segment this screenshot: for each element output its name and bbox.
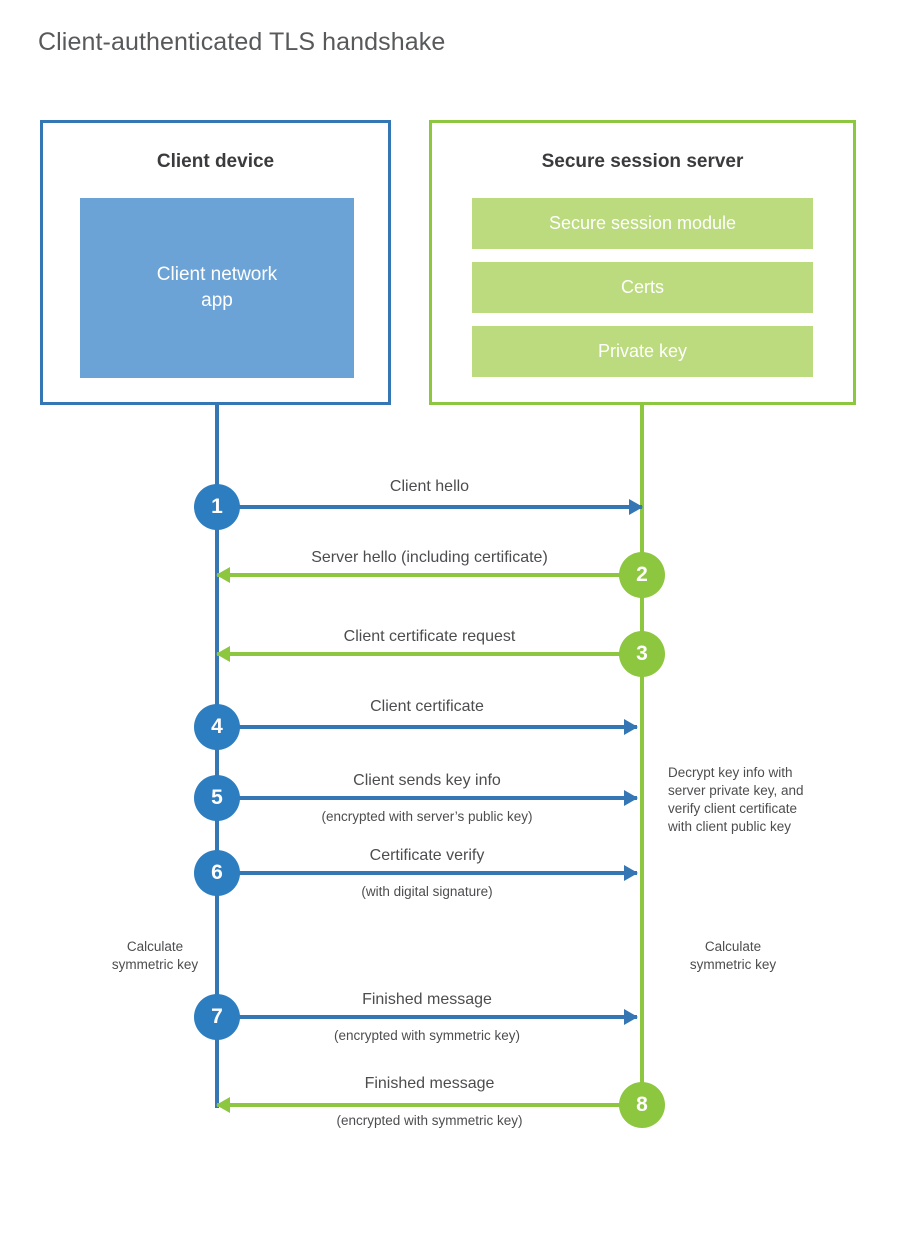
step-8-arrow-head — [216, 1097, 230, 1113]
step-6-sublabel: (with digital signature) — [361, 884, 493, 899]
step-3-arrow — [216, 646, 642, 662]
step-3-label: Client certificate request — [343, 628, 516, 645]
step-1-arrow-shaft — [217, 505, 642, 509]
step-7-sublabel: (encrypted with symmetric key) — [333, 1028, 521, 1043]
step-2-label: Server hello (including certificate) — [311, 549, 548, 566]
step-8-arrow-shaft — [217, 1103, 642, 1107]
step-4-arrow — [217, 719, 638, 735]
step-1-arrow-head — [629, 499, 643, 515]
step-badge-5: 5 — [194, 775, 240, 821]
client-device-box: Client device Client network app — [40, 120, 391, 405]
step-5-sublabel: (encrypted with server’s public key) — [321, 809, 533, 824]
secure-session-server-title: Secure session server — [541, 151, 744, 172]
server-module-secure-session-module: Secure session module — [472, 198, 813, 249]
step-2-arrow-head — [216, 567, 230, 583]
step-8-arrow — [216, 1097, 642, 1113]
step-4-arrow-shaft — [217, 725, 637, 729]
step-6-arrow-shaft — [217, 871, 637, 875]
server-decrypt-note-line1: Decrypt key info with — [668, 765, 793, 780]
step-7-label: Finished message — [362, 991, 492, 1008]
step-7-arrow-shaft — [217, 1015, 637, 1019]
client-lifeline — [215, 402, 219, 1108]
step-5-arrow-shaft — [217, 796, 637, 800]
step-8-sublabel: (encrypted with symmetric key) — [336, 1113, 523, 1128]
server-decrypt-note: Decrypt key info with server private key… — [668, 764, 848, 836]
server-decrypt-note-line2: server private key, and — [668, 783, 804, 798]
page-title: Client-authenticated TLS handshake — [38, 28, 446, 56]
server-calculate-symmetric-key-note: Calculate symmetric key — [663, 938, 803, 974]
client-calculate-symmetric-key-note: Calculate symmetric key — [85, 938, 225, 974]
server-calculate-note-line1: Calculate — [704, 939, 762, 954]
step-5-arrow — [217, 790, 638, 806]
step-badge-3: 3 — [619, 631, 665, 677]
step-3-arrow-shaft — [217, 652, 642, 656]
step-badge-7: 7 — [194, 994, 240, 1040]
step-5-arrow-head — [624, 790, 638, 806]
step-5-label: Client sends key info — [353, 772, 501, 789]
server-calculate-note-line2: symmetric key — [689, 957, 777, 972]
step-1-label: Client hello — [389, 478, 470, 495]
step-badge-4: 4 — [194, 704, 240, 750]
step-6-label: Certificate verify — [369, 847, 485, 864]
client-app-label-line1: Client network — [156, 264, 278, 285]
step-7-arrow-head — [624, 1009, 638, 1025]
step-4-label: Client certificate — [370, 698, 484, 715]
step-badge-6: 6 — [194, 850, 240, 896]
client-calculate-note-line2: symmetric key — [111, 957, 199, 972]
step-1-arrow — [217, 499, 643, 515]
server-module-certs: Certs — [472, 262, 813, 313]
step-badge-2: 2 — [619, 552, 665, 598]
step-badge-1: 1 — [194, 484, 240, 530]
client-calculate-note-line1: Calculate — [126, 939, 184, 954]
server-module-private-key: Private key — [472, 326, 813, 377]
step-badge-8: 8 — [619, 1082, 665, 1128]
step-8-label: Finished message — [364, 1075, 495, 1092]
server-decrypt-note-line3: verify client certificate — [668, 801, 798, 816]
step-6-arrow — [217, 865, 638, 881]
step-4-arrow-head — [624, 719, 638, 735]
step-7-arrow — [217, 1009, 638, 1025]
step-3-arrow-head — [216, 646, 230, 662]
client-app-label-line2: app — [201, 290, 233, 311]
secure-session-server-box: Secure session server Secure session mod… — [429, 120, 856, 405]
client-network-app-block: Client network app — [80, 198, 354, 378]
step-2-arrow-shaft — [217, 573, 642, 577]
client-device-title: Client device — [156, 151, 275, 172]
step-6-arrow-head — [624, 865, 638, 881]
server-decrypt-note-line4: with client public key — [668, 819, 792, 834]
server-lifeline — [640, 402, 644, 1106]
step-2-arrow — [216, 567, 642, 583]
